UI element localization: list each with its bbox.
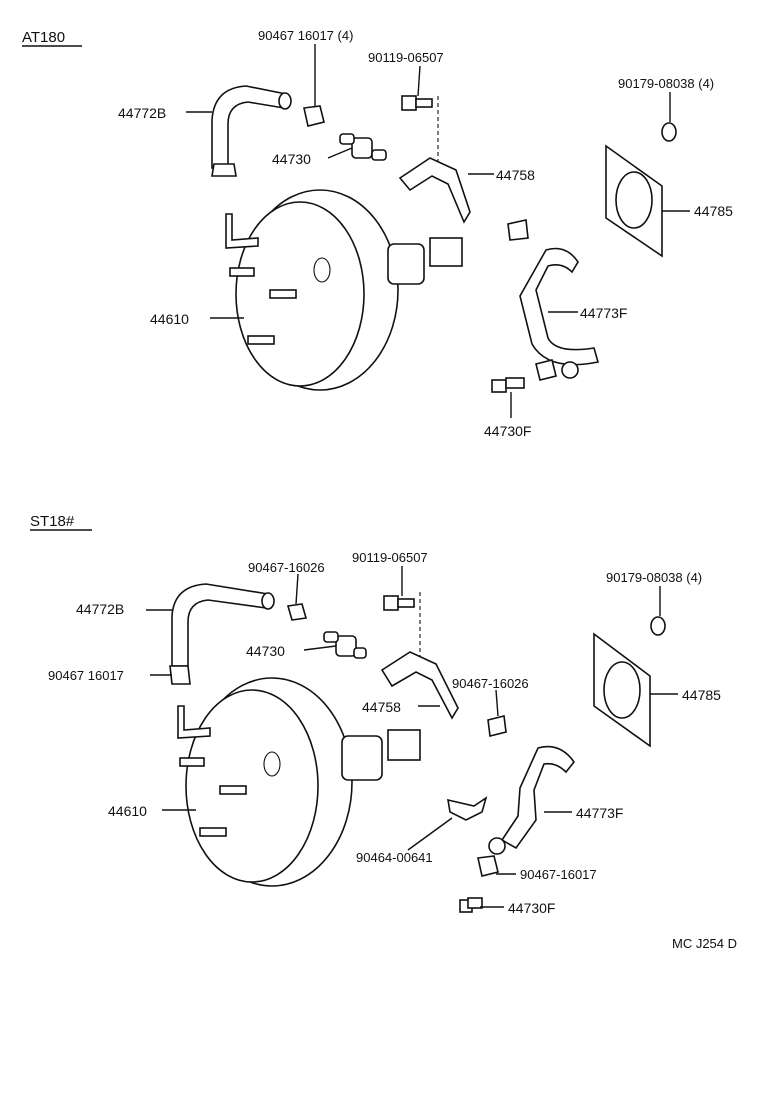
bracket-drawing [398, 157, 471, 224]
check-valve-drawing [323, 631, 367, 659]
section-st18: ST18# [30, 513, 721, 916]
bracket-drawing [380, 651, 459, 720]
label-44758: 44758 [496, 167, 535, 183]
label-44610: 44610 [150, 311, 189, 327]
section-title-st18: ST18# [30, 513, 75, 530]
union-drawing [491, 377, 525, 393]
label-44610: 44610 [108, 803, 147, 819]
label-44730: 44730 [272, 151, 311, 167]
gasket-drawing [593, 632, 651, 748]
clamp-drawing [487, 715, 507, 737]
label-44785: 44785 [694, 203, 733, 219]
section-title-at180: AT180 [22, 29, 65, 46]
label-44772b: 44772B [76, 601, 124, 617]
check-valve-drawing [339, 133, 387, 161]
bolt-drawing [383, 595, 415, 611]
label-90179-08038: 90179-08038 (4) [618, 76, 714, 91]
hose-44773f-drawing [519, 247, 600, 381]
clamp-drawing [477, 855, 499, 877]
label-44785: 44785 [682, 687, 721, 703]
bolt-drawing [401, 95, 433, 111]
label-90464-00641: 90464-00641 [356, 850, 433, 865]
nut-drawing [650, 616, 666, 636]
brake-booster-drawing [177, 677, 421, 887]
label-90467-16026: 90467-16026 [248, 560, 325, 575]
label-90119-06507: 90119-06507 [368, 50, 444, 65]
label-44758: 44758 [362, 699, 401, 715]
clamp-drawing [286, 603, 308, 621]
label-44773f: 44773F [580, 305, 627, 321]
clamp-drawing [303, 105, 325, 127]
label-90467-16026-mid: 90467-16026 [452, 676, 529, 691]
label-44730: 44730 [246, 643, 285, 659]
hose-44772b-drawing [211, 85, 292, 169]
clamp-drawing [507, 219, 529, 241]
label-90467-16017: 90467 16017 [48, 668, 124, 683]
label-44730f: 44730F [484, 423, 531, 439]
label-44772b: 44772B [118, 105, 166, 121]
label-90467-16017-lower: 90467-16017 [520, 867, 597, 882]
section-at180: AT180 [22, 28, 733, 439]
label-90119-06507: 90119-06507 [352, 550, 428, 565]
clip-drawing [447, 796, 488, 821]
nut-drawing [661, 122, 677, 142]
gasket-drawing [605, 144, 663, 258]
label-90179-08038: 90179-08038 (4) [606, 570, 702, 585]
label-44773f: 44773F [576, 805, 623, 821]
diagram-code: MC J254 D [672, 936, 737, 951]
hose-44772b-drawing [171, 583, 275, 667]
hose-44773f-drawing [488, 745, 575, 855]
label-90467-16017: 90467 16017 (4) [258, 28, 353, 43]
label-44730f: 44730F [508, 900, 555, 916]
brake-booster-drawing [225, 189, 463, 391]
clamp-drawing [169, 665, 191, 685]
clamp-drawing [211, 163, 237, 177]
union-drawing [459, 897, 483, 913]
